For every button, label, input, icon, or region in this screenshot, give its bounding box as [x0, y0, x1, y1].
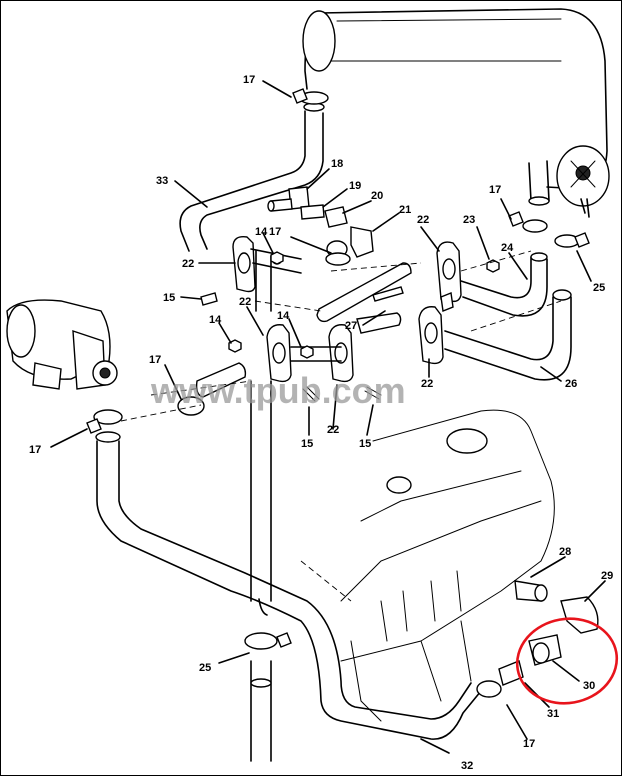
hose-26 — [444, 289, 572, 381]
callout-15: 15 — [301, 438, 313, 450]
callout-23: 23 — [463, 214, 475, 226]
hose-24 — [460, 252, 548, 317]
callout-17: 17 — [29, 444, 41, 456]
callout-25: 25 — [199, 662, 211, 674]
callout-22: 22 — [421, 378, 433, 390]
bracket-22-right — [418, 241, 462, 365]
pump-unit-left — [6, 299, 118, 390]
callout-31: 31 — [547, 708, 559, 720]
callout-17: 17 — [243, 74, 255, 86]
callout-19: 19 — [349, 180, 361, 192]
hose-pieces-middle — [316, 262, 412, 334]
callout-14: 14 — [277, 310, 290, 322]
callout-labels: 17 33 18 19 20 21 17 22 23 24 25 22 14 1… — [29, 74, 613, 772]
callout-20: 20 — [371, 190, 383, 202]
callout-32: 32 — [461, 760, 473, 772]
callout-26: 26 — [565, 378, 577, 390]
callout-22: 22 — [417, 214, 429, 226]
callout-14: 14 — [209, 314, 222, 326]
callout-27: 27 — [345, 320, 357, 332]
highlight-circle — [515, 617, 619, 705]
bracket-22-center — [266, 324, 354, 383]
engine-block — [340, 409, 555, 722]
alignment-lines — [120, 250, 562, 602]
callout-22: 22 — [182, 258, 194, 270]
callout-33: 33 — [156, 175, 168, 187]
clamp-17-left-top — [325, 252, 351, 266]
clamps-right — [508, 211, 590, 248]
leader-arrows — [50, 80, 606, 754]
callout-15: 15 — [359, 438, 371, 450]
callout-17: 17 — [269, 226, 281, 238]
callout-22: 22 — [327, 424, 339, 436]
callout-18: 18 — [331, 158, 343, 170]
callout-29: 29 — [601, 570, 613, 582]
callout-21: 21 — [399, 204, 411, 216]
callout-17: 17 — [149, 354, 161, 366]
heater-cylinder — [302, 8, 610, 218]
callout-24: 24 — [501, 242, 514, 254]
hose-33 — [179, 88, 329, 252]
callout-28: 28 — [559, 546, 571, 558]
callout-17: 17 — [489, 184, 501, 196]
fittings-18-21 — [267, 186, 374, 258]
left-hose-assembly — [177, 362, 292, 762]
callout-25: 25 — [593, 282, 605, 294]
callout-30: 30 — [583, 680, 595, 692]
callout-14: 14 — [255, 226, 268, 238]
hose-32 — [86, 409, 482, 740]
watermark: www.tpub.com — [150, 370, 406, 411]
callout-15: 15 — [163, 292, 175, 304]
callout-17: 17 — [523, 738, 535, 750]
fasteners-14-15 — [200, 251, 382, 402]
fittings-28-31 — [476, 580, 599, 698]
callout-22: 22 — [239, 296, 251, 308]
